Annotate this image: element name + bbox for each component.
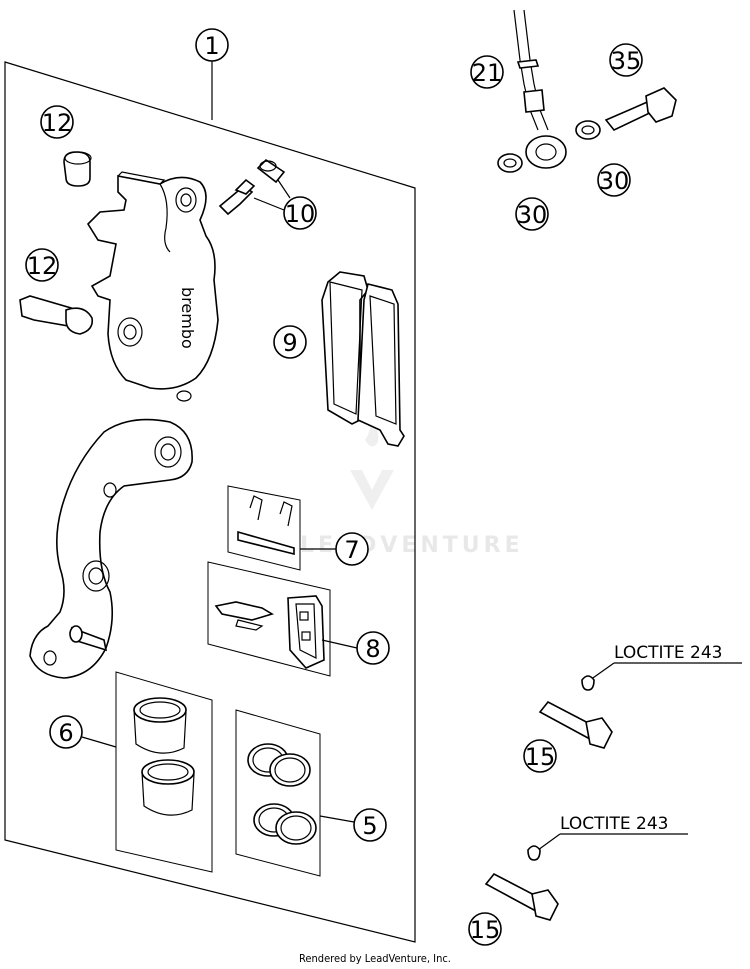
svg-text:30: 30 [517,201,548,229]
bleed-valve-part [218,158,286,216]
leadventure-watermark: LEADVENTURE [300,418,524,558]
watermark-text: LEADVENTURE [300,533,524,558]
caliper-bolt-part [19,295,94,335]
mounting-bolt-top [538,700,613,749]
brake-caliper-body: brembo [86,171,219,402]
svg-text:12: 12 [42,109,73,137]
pins-kit-frame [227,485,301,571]
svg-text:7: 7 [344,536,359,564]
seals-kit-frame [235,709,321,877]
svg-text:9: 9 [282,329,297,357]
callout-9[interactable]: 9 [273,325,307,359]
callout-5[interactable]: 5 [319,808,387,842]
callout-8[interactable]: 8 [321,631,390,665]
callout-30-right[interactable]: 30 [597,163,631,197]
dust-cap-part [63,151,92,187]
svg-text:1: 1 [204,32,219,60]
caliper-kit-panel [4,61,416,943]
callout-10[interactable]: 10 [253,179,317,230]
loctite-label-bottom: LOCTITE 243 [527,814,688,861]
svg-text:15: 15 [525,743,556,771]
caliper-bracket-part [29,418,193,679]
callout-15-top[interactable]: 15 [523,739,557,773]
callout-12-bolt[interactable]: 12 [25,248,59,282]
brake-pads-part [321,271,405,447]
svg-text:12: 12 [27,252,58,280]
loctite-label-top: LOCTITE 243 [581,643,742,691]
svg-text:6: 6 [58,719,73,747]
pistons-kit-frame [115,671,213,873]
callout-15-bottom[interactable]: 15 [468,912,502,946]
svg-text:LOCTITE 243: LOCTITE 243 [614,643,723,663]
pad-spring-kit-frame [207,561,331,677]
mounting-bolt-bottom [484,872,559,921]
callout-12-top[interactable]: 12 [40,105,74,139]
brake-line-part [497,9,677,173]
callout-7[interactable]: 7 [300,532,369,566]
svg-text:15: 15 [470,916,501,944]
callout-21[interactable]: 21 [470,55,504,89]
svg-text:35: 35 [611,47,642,75]
callout-1[interactable]: 1 [195,28,229,120]
callout-30-left[interactable]: 30 [515,197,549,231]
callout-6[interactable]: 6 [49,715,117,749]
svg-text:21: 21 [472,59,503,87]
svg-text:10: 10 [285,200,316,228]
svg-text:30: 30 [599,167,630,195]
svg-text:LOCTITE 243: LOCTITE 243 [560,814,669,834]
callout-35[interactable]: 35 [609,43,643,77]
caliper-brand-logo: brembo [178,287,197,349]
footer-credit: Rendered by LeadVenture, Inc. [299,952,451,965]
svg-text:5: 5 [362,812,377,840]
svg-text:8: 8 [365,635,380,663]
